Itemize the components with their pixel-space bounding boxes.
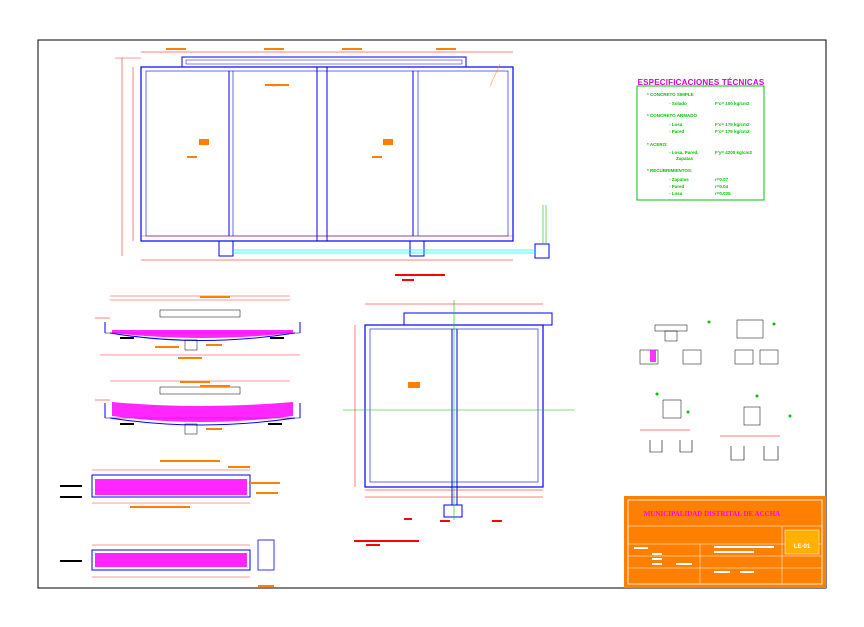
spec-acero-label: - Losa, Pared,: [669, 150, 699, 155]
spec-recubrimientos: * RECUBRIMIENTOS:: [647, 168, 693, 173]
spec-rec-losa-value: r=0.025: [715, 191, 731, 196]
spec-acero: * ACERO:: [647, 142, 668, 147]
spec-rec-losa-label: - Losa: [669, 191, 683, 196]
spec-rec-zapatas-label: - Zapatas: [669, 177, 689, 182]
section-views: [60, 295, 301, 587]
spec-title: ESPECIFICACIONES TÉCNICAS: [638, 78, 765, 87]
spec-concrete-armado: * CONCRETO ARMADO: [647, 113, 698, 118]
spec-rec-zapatas-value: r=0.07: [715, 177, 729, 182]
spec-solado-value: F'c= 100 kg/cm2: [715, 101, 750, 106]
drawing-frame: [37, 39, 827, 589]
spec-pared-label: - Pared: [669, 129, 685, 134]
spec-solado-label: - Solado: [669, 101, 687, 106]
technical-specifications: ESPECIFICACIONES TÉCNICAS * CONCRETO SIM…: [636, 78, 765, 201]
title-block: MUNICIPALIDAD DISTRITAL DE ACCHA LE-01: [624, 496, 826, 588]
titleblock-sheet-number: LE-01: [794, 544, 811, 550]
detail-views: [639, 319, 792, 461]
spec-losa-value: F'c= 175 kg/cm2: [715, 122, 750, 127]
plan-top-view: [115, 48, 550, 281]
spec-pared-value: F'c= 175 kg/cm2: [715, 129, 750, 134]
spec-acero-value: F'y= 4200 kg/cm2: [715, 150, 752, 155]
spec-rec-pared-value: r=0.04: [715, 184, 729, 189]
plan-center-view: [343, 300, 575, 546]
spec-acero-label2: Zapatas: [676, 156, 694, 161]
spec-rec-pared-label: - Pared: [669, 184, 685, 189]
spec-losa-label: - Losa: [669, 122, 683, 127]
titleblock-title: MUNICIPALIDAD DISTRITAL DE ACCHA: [644, 510, 780, 518]
spec-concrete-simple: * CONCRETO SIMPLE: [647, 92, 694, 97]
